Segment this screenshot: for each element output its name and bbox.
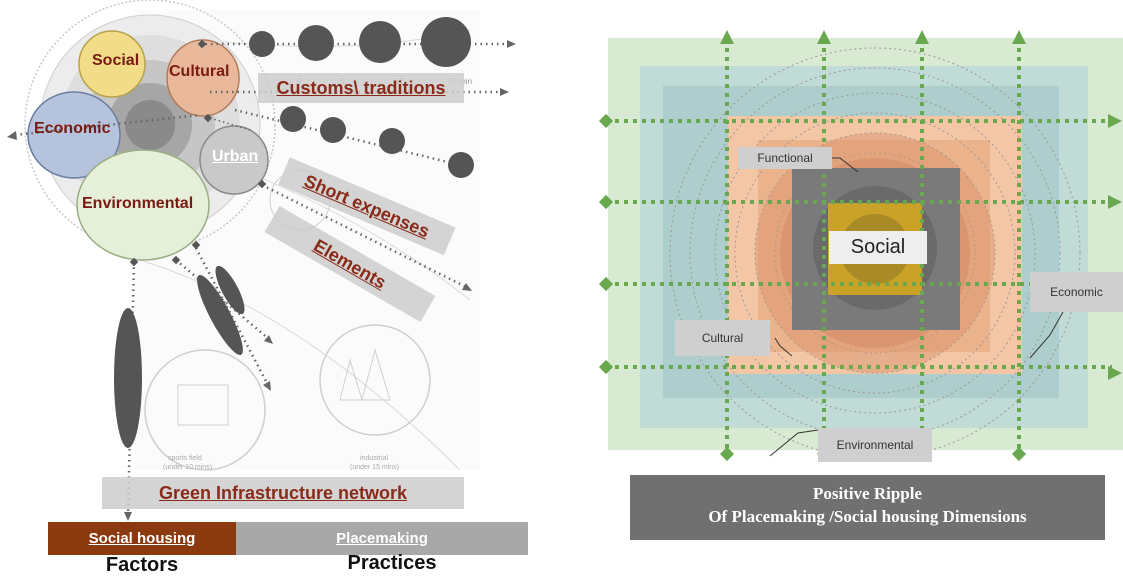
label-functional: Functional — [738, 147, 832, 169]
arrow-nodes — [129, 39, 267, 267]
dot — [359, 21, 401, 63]
caption-box: Positive Ripple Of Placemaking /Social h… — [630, 475, 1105, 540]
arrow-line — [14, 113, 201, 137]
arrowhead-up — [915, 30, 929, 44]
arrow-line — [234, 108, 461, 167]
map-arc — [139, 259, 461, 471]
label-social: Social — [829, 231, 927, 264]
arrowhead — [7, 131, 17, 140]
arrowhead — [507, 40, 516, 48]
node-left — [598, 194, 614, 210]
dot — [320, 117, 346, 143]
bubble-label-urban: Urban — [212, 148, 259, 165]
node — [191, 240, 201, 250]
oval — [114, 308, 142, 448]
arrowhead — [124, 512, 132, 521]
bubble-cultural — [166, 39, 240, 117]
caption-line-1: Positive Ripple — [812, 484, 923, 503]
map-circle-industrial — [319, 324, 431, 436]
node-left — [598, 276, 614, 292]
map-industrial-time: (under 15 mins) — [350, 464, 399, 471]
node — [197, 39, 207, 49]
node — [171, 255, 181, 265]
node-left — [598, 359, 614, 375]
arrowhead-right — [1108, 114, 1122, 128]
node — [203, 113, 213, 123]
label-factors: Factors — [105, 554, 179, 576]
growth-dots — [249, 17, 474, 178]
arrow-line — [194, 247, 270, 386]
arrowhead-right — [1108, 366, 1122, 380]
dot — [280, 106, 306, 132]
map-industrial-label: industrial — [360, 455, 388, 462]
map-sports-time: (under 10 mins) — [163, 464, 212, 471]
map-circle-sports — [144, 349, 266, 471]
map-field — [177, 384, 229, 426]
arrowhead — [263, 381, 271, 391]
bubble-environmental — [76, 149, 210, 261]
arrowhead-up — [1012, 30, 1026, 44]
map-chimneys — [339, 348, 391, 402]
label-practices: Practices — [347, 552, 437, 574]
caption-line-2: Of Placemaking /Social housing Dimension… — [708, 507, 1027, 526]
node-bottom — [1011, 446, 1027, 462]
banner-green-infrastructure: Green Infrastructure network — [102, 477, 464, 509]
dot — [249, 31, 275, 57]
node — [129, 257, 139, 267]
bubble-social — [78, 30, 146, 98]
node — [257, 179, 267, 189]
legend-social-housing: Social housing — [48, 522, 236, 555]
arrow-line — [175, 259, 271, 341]
bubble-economic — [27, 91, 121, 179]
map-sports-label: sports field — [168, 455, 202, 462]
bubble-label-social: Social — [92, 52, 140, 69]
arrowhead — [500, 88, 509, 96]
leader-economic — [1029, 311, 1064, 359]
arrowhead-up — [720, 30, 734, 44]
ring — [125, 100, 175, 150]
elongated-shapes — [114, 265, 245, 448]
bubble-label-cultural: Cultural — [169, 63, 230, 80]
oval — [197, 274, 243, 356]
label-economic: Economic — [1030, 272, 1123, 312]
arrowhead-up — [817, 30, 831, 44]
arrowheads — [7, 40, 516, 521]
dot — [448, 152, 474, 178]
dot — [379, 128, 405, 154]
node-left — [598, 113, 614, 129]
arrowhead — [462, 283, 472, 291]
bubble-label-environmental: Environmental — [82, 195, 194, 212]
legend-placemaking: Placemaking — [236, 522, 528, 555]
oval — [215, 265, 245, 315]
bubble-label-economic: Economic — [34, 120, 111, 137]
dot — [298, 25, 334, 61]
banner-customs-traditions: Customs\ traditions — [258, 73, 464, 103]
label-cultural: Cultural — [675, 320, 770, 356]
dot — [421, 17, 471, 67]
leader-cultural — [774, 337, 793, 357]
leader-environmental — [769, 429, 819, 457]
node-bottom — [719, 446, 735, 462]
arrowhead — [264, 335, 273, 344]
bubble-urban — [199, 125, 269, 195]
label-environmental: Environmental — [818, 428, 932, 462]
arrowhead-right — [1108, 195, 1122, 209]
callout-lines — [769, 157, 1064, 457]
